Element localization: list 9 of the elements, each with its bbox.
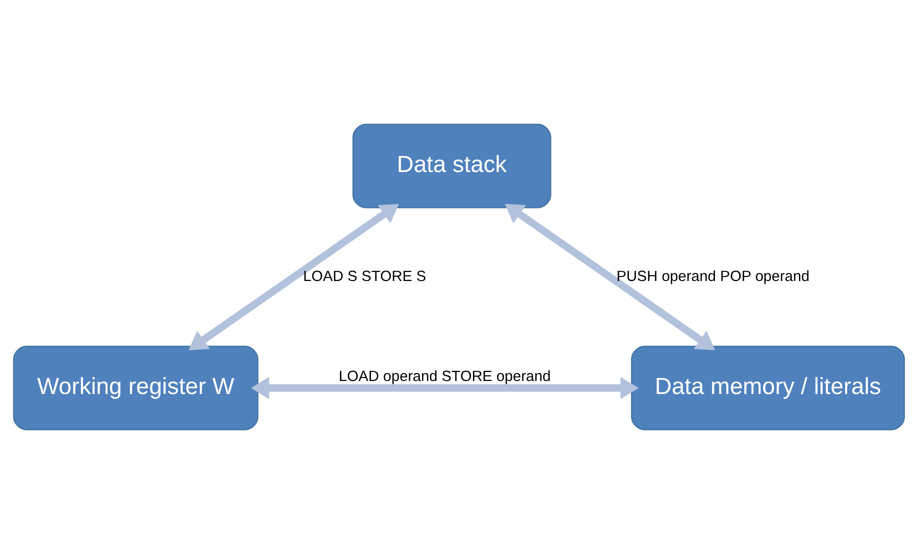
edge-label: LOAD operand STORE operand — [338, 368, 550, 385]
edge-label: PUSH operand POP operand — [616, 268, 810, 285]
edge-label: LOAD S STORE S — [302, 268, 426, 285]
arrow — [504, 204, 715, 350]
node-box: Data stack — [352, 124, 551, 208]
arrow — [250, 376, 638, 400]
arrow — [188, 204, 398, 350]
node-box: Data memory / literals — [630, 346, 904, 430]
node-box: Working register W — [12, 346, 258, 430]
